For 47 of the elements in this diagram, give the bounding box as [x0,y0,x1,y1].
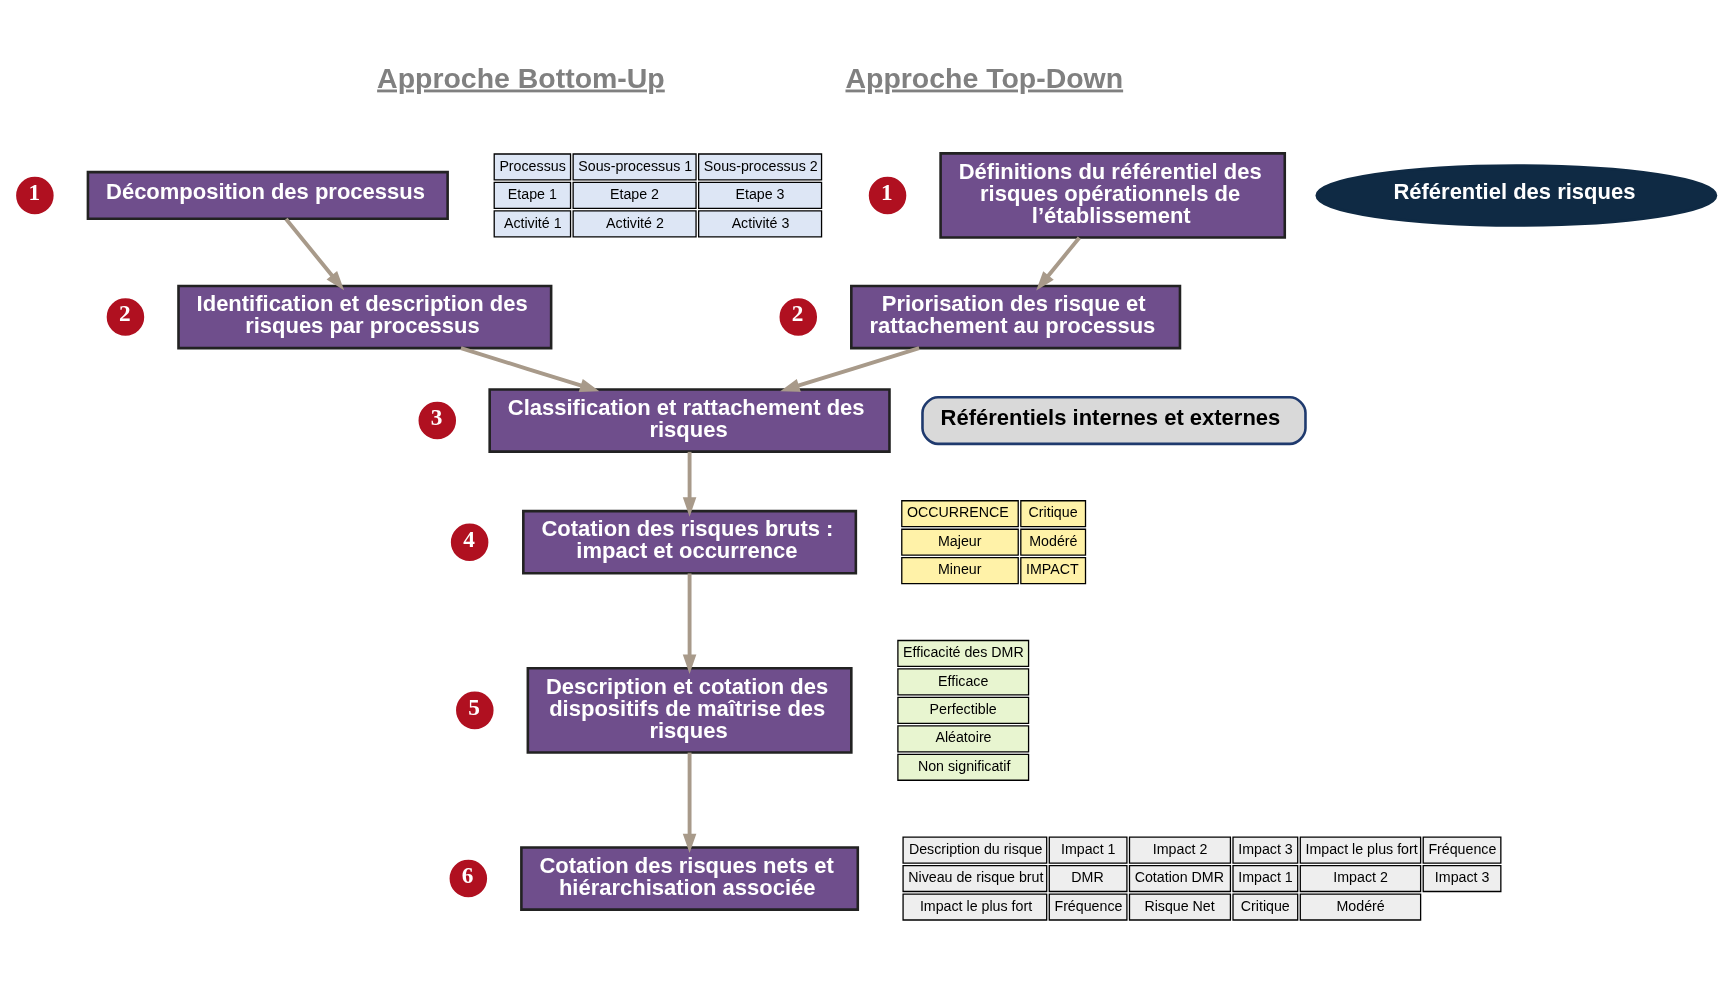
node-label: 1 [880,178,893,205]
label: Niveau de risque brut [907,868,1043,885]
label: Cotation DMR [1134,868,1224,885]
label: Modéré [1336,897,1385,914]
label: Impact le plus fort [919,897,1032,914]
label: Impact 1 [1060,840,1115,857]
label: Activité 3 [731,214,789,230]
label: Aléatoire [934,728,992,745]
label: Impact 2 [1332,868,1388,885]
node-label: 4 [462,525,475,552]
label: Etape 1 [507,185,557,202]
node-label: 2 [791,299,803,326]
label: Modéré [1028,532,1077,549]
label: Efficace [937,672,988,689]
label: Risque Net [1143,897,1215,914]
label: Sous-processus 2 [703,157,818,174]
label: Description du risque [908,840,1042,857]
label: Fréquence [1053,897,1122,914]
label: Activité 2 [605,214,664,230]
label: Processus [498,157,566,174]
label: Non significatif [917,757,1010,774]
label: Impact 3 [1434,868,1489,885]
label: Sous-processus 1 [577,157,692,174]
label: Mineur [937,560,981,577]
label: Etape 3 [735,185,785,202]
label: Impact 2 [1152,840,1207,857]
label: DMR [1070,868,1104,885]
label: Etape 2 [609,185,659,202]
label: Critique [1028,503,1078,520]
label: Impact 3 [1237,840,1293,857]
label: Majeur [937,532,981,549]
label: Impact 1 [1237,868,1293,885]
label: Activité 1 [503,214,562,230]
node-label: 5 [467,693,480,720]
node-label: 6 [461,861,473,888]
label: Efficacité des DMR [902,643,1024,660]
label: IMPACT [1025,560,1079,577]
node-label: 3 [430,403,442,430]
label: OCCURRENCE [906,503,1009,520]
node-label: 2 [118,299,131,326]
label: Impact le plus fort [1304,840,1418,857]
label: Fréquence [1427,840,1496,857]
label: Approche Top-Down [844,61,1123,93]
node-label: 1 [27,178,40,205]
label: Approche Bottom-Up [376,61,665,93]
label: Perfectible [929,700,997,717]
label: Critique [1240,897,1290,914]
